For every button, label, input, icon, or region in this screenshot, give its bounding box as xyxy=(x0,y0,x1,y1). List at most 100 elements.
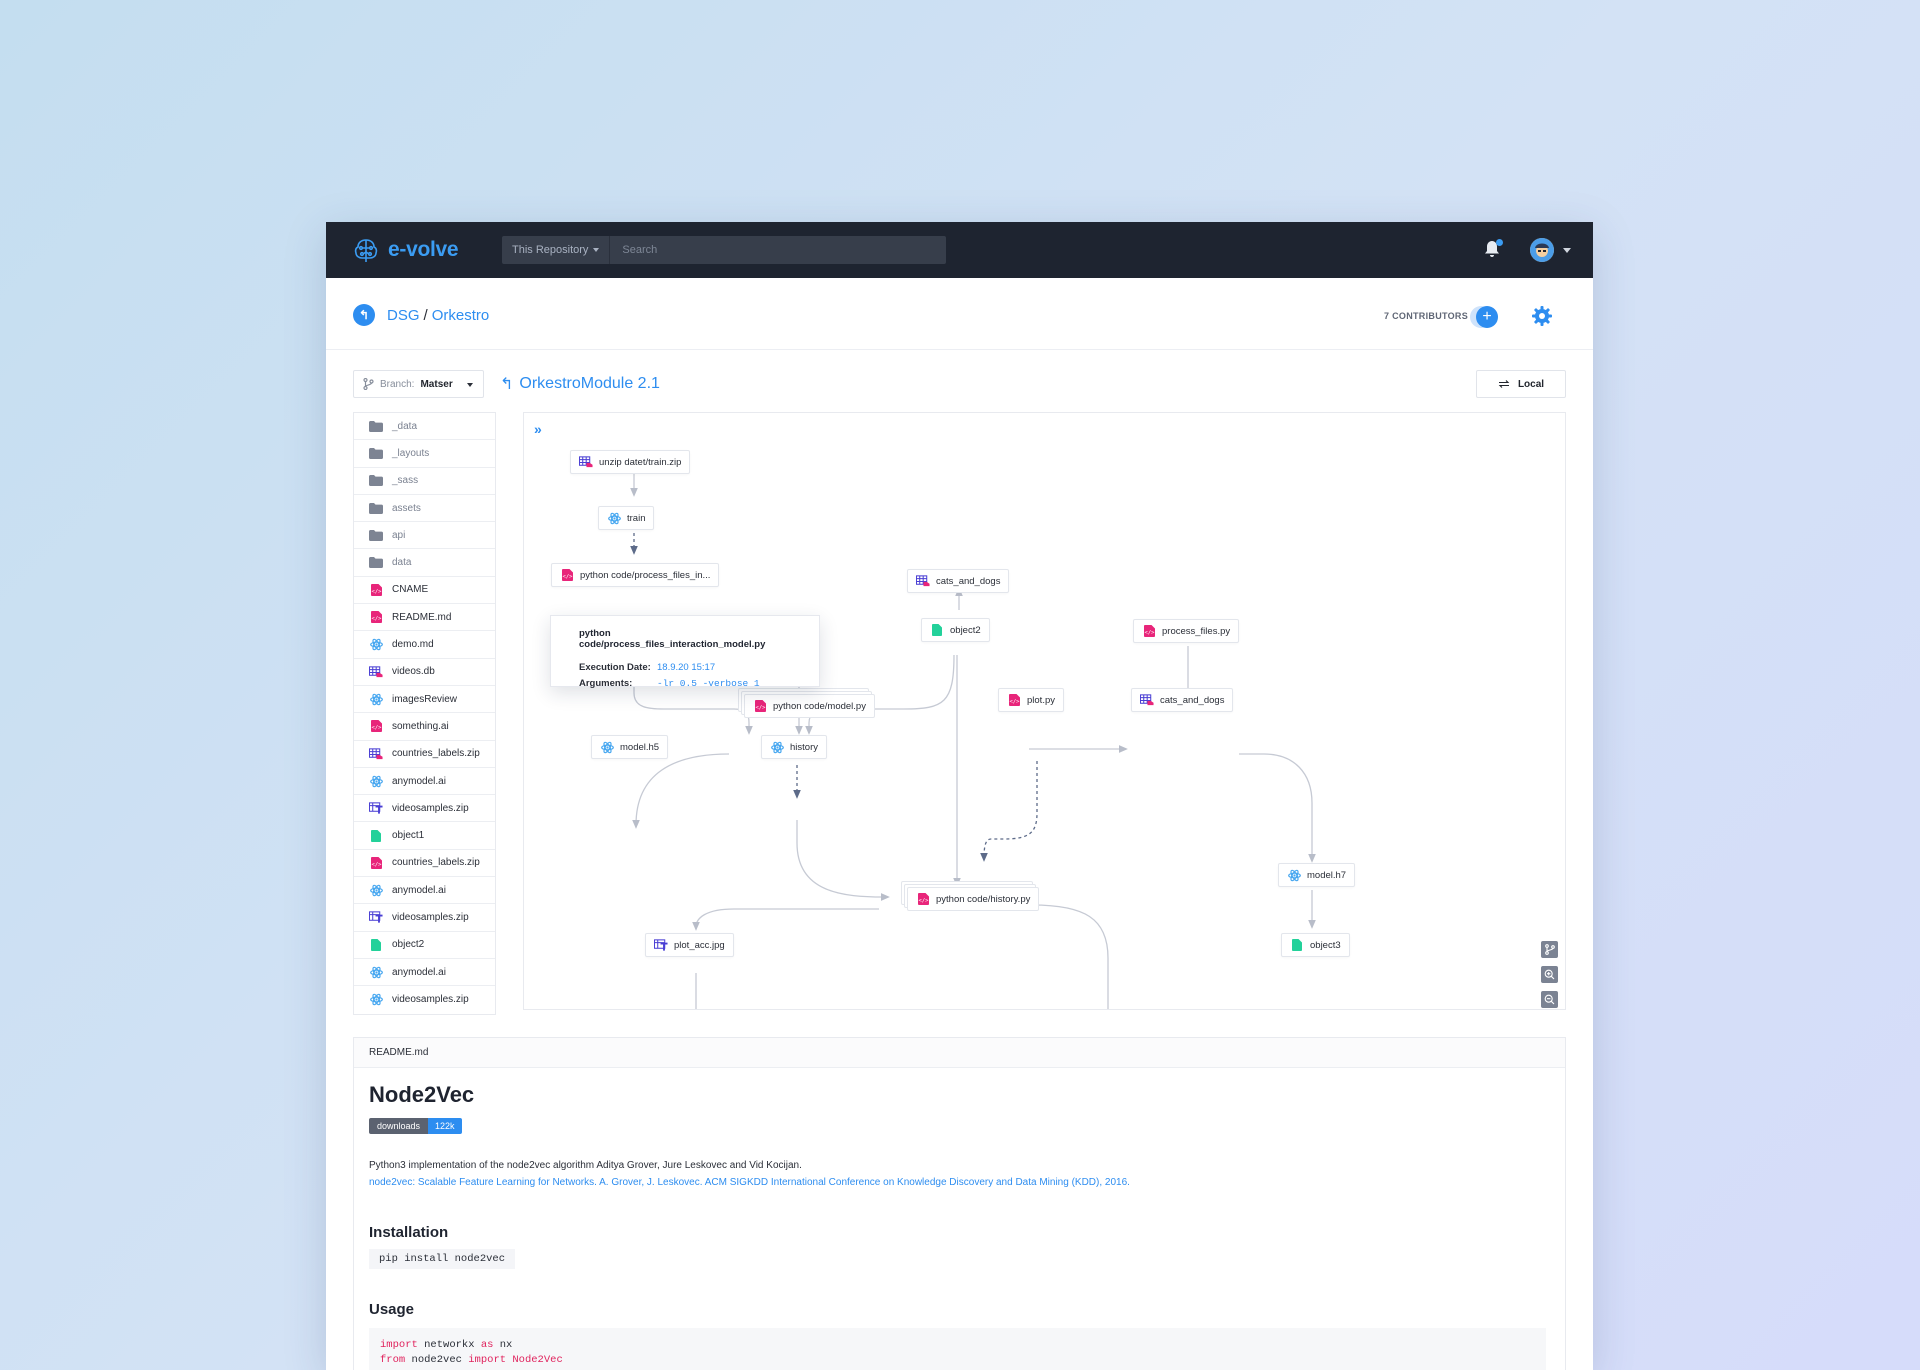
file-list-item[interactable]: _data xyxy=(354,413,495,441)
install-command: pip install node2vec xyxy=(369,1249,516,1269)
graph-node-history[interactable]: history xyxy=(761,735,827,759)
double-chevron-right-icon[interactable]: » xyxy=(534,421,542,437)
object-file-icon xyxy=(369,829,383,842)
file-name: imagesReview xyxy=(392,693,458,705)
file-list-item[interactable]: </>CNAME xyxy=(354,577,495,605)
contributors-count[interactable]: 7 CONTRIBUTORS xyxy=(1384,311,1469,321)
graph-node-process-in[interactable]: </>python code/process_files_in... xyxy=(551,563,720,587)
zoom-in-button[interactable] xyxy=(1541,966,1558,983)
text-file-icon xyxy=(369,911,383,924)
graph-node-train[interactable]: train xyxy=(598,506,655,530)
module-title-text: OrkestroModule 2.1 xyxy=(519,375,660,392)
file-list-item[interactable]: videos.db xyxy=(354,659,495,686)
model-icon xyxy=(369,638,383,651)
notification-dot xyxy=(1496,239,1503,246)
graph-node-process-files[interactable]: </> process_files.py xyxy=(1133,619,1240,643)
file-list-item[interactable]: api xyxy=(354,522,495,550)
file-list-item[interactable]: </>something.ai xyxy=(354,713,495,741)
node-label: process_files.py xyxy=(1162,625,1231,637)
file-list-item[interactable]: assets xyxy=(354,495,495,523)
node-label: python code/model.py xyxy=(773,700,866,712)
model-icon xyxy=(369,966,383,978)
environment-toggle-button[interactable]: Local xyxy=(1476,370,1566,398)
usage-heading: Usage xyxy=(369,1301,415,1318)
svg-text:</>: </> xyxy=(371,589,381,595)
dataset-icon xyxy=(369,748,383,760)
folder-icon xyxy=(369,529,383,541)
return-arrow-icon: ↰ xyxy=(500,376,514,393)
file-list-item[interactable]: _layouts xyxy=(354,440,495,468)
file-list-item[interactable]: videosamples.zip xyxy=(354,986,495,1013)
file-list-item[interactable]: anymodel.ai xyxy=(354,768,495,796)
file-list-item[interactable]: object1 xyxy=(354,822,495,850)
graph-node-cats-dogs-mid[interactable]: cats_and_dogs xyxy=(1131,688,1234,712)
paper-link[interactable]: node2vec: Scalable Feature Learning for … xyxy=(369,1177,1130,1188)
file-list-item[interactable]: </>countries_labels.zip xyxy=(354,850,495,878)
graph-node-model-py[interactable]: </>python code/model.py xyxy=(744,694,875,718)
file-list-item[interactable]: anymodel.ai xyxy=(354,959,495,987)
search-input[interactable] xyxy=(610,244,946,256)
module-title[interactable]: ↰ OrkestroModule 2.1 xyxy=(500,374,660,394)
return-arrow-icon: ↰ xyxy=(358,308,370,322)
graph-node-cats-dogs-top[interactable]: cats_and_dogs xyxy=(907,569,1010,593)
branch-view-button[interactable] xyxy=(1541,941,1558,958)
node-label: history xyxy=(790,741,818,753)
svg-text:</>: </> xyxy=(562,574,572,580)
node-label: model.h7 xyxy=(1307,869,1347,881)
node-label: object3 xyxy=(1310,939,1341,951)
breadcrumb-org[interactable]: DSG xyxy=(387,307,420,324)
tooltip-title: python code/process_files_interaction_mo… xyxy=(579,628,766,650)
search-scope-dropdown[interactable]: This Repository xyxy=(502,236,611,264)
file-name: videosamples.zip xyxy=(392,994,469,1006)
file-list-item[interactable]: data xyxy=(354,549,495,577)
file-list-item[interactable]: videosamples.zip xyxy=(354,795,495,823)
graph-node-object3[interactable]: object3 xyxy=(1281,933,1350,957)
file-list-item[interactable]: _sass xyxy=(354,468,495,495)
graph-node-plot-acc[interactable]: plot_acc.jpg xyxy=(645,933,734,957)
gear-icon[interactable] xyxy=(1531,305,1553,327)
file-list-item[interactable]: anymodel.ai xyxy=(354,877,495,905)
usage-code-block: import networkx as nx from node2vec impo… xyxy=(369,1328,1546,1370)
file-name: anymodel.ai xyxy=(392,884,446,896)
graph-node-model-h5[interactable]: model.h5 xyxy=(591,735,669,759)
model-icon xyxy=(770,741,784,753)
breadcrumb-repo[interactable]: Orkestro xyxy=(431,307,490,324)
dataset-icon xyxy=(916,575,930,587)
search-scope-label: This Repository xyxy=(512,244,589,256)
svg-text:</>: </> xyxy=(371,616,381,622)
code-file-icon: </> xyxy=(916,893,930,905)
file-list-item[interactable]: object2 xyxy=(354,932,495,959)
pipeline-graph[interactable]: » unzip datet/train.zip train </>python … xyxy=(523,412,1566,1010)
file-name: assets xyxy=(392,502,421,514)
plus-icon: + xyxy=(1482,308,1492,325)
node-label: cats_and_dogs xyxy=(1160,694,1225,706)
zoom-out-button[interactable] xyxy=(1541,991,1558,1008)
bell-icon[interactable] xyxy=(1484,240,1500,258)
sync-icon xyxy=(1498,380,1510,388)
file-list-item[interactable]: countries_labels.zip xyxy=(354,741,495,768)
graph-node-model-h7[interactable]: model.h7 xyxy=(1278,863,1356,887)
code-file-icon: </> xyxy=(1142,625,1156,637)
graph-node-plot-py[interactable]: </>plot.py xyxy=(998,688,1064,712)
graph-node-object2[interactable]: object2 xyxy=(921,618,990,642)
graph-node-history-py[interactable]: </>python code/history.py xyxy=(907,887,1040,911)
file-list-item[interactable]: demo.md xyxy=(354,631,495,659)
readme-description: Python3 implementation of the node2vec a… xyxy=(369,1160,802,1171)
breadcrumb: DSG/Orkestro xyxy=(387,307,489,324)
logo[interactable]: e-volve xyxy=(352,236,459,264)
file-list-item[interactable]: </>README.md xyxy=(354,604,495,632)
code-file-icon: </> xyxy=(369,611,383,624)
file-name: anymodel.ai xyxy=(392,775,446,787)
chevron-down-icon[interactable] xyxy=(1563,248,1571,253)
graph-node-unzip[interactable]: unzip datet/train.zip xyxy=(570,450,691,474)
folder-icon xyxy=(369,475,383,487)
file-name: videosamples.zip xyxy=(392,911,469,923)
add-contributor-button[interactable]: + xyxy=(1476,306,1498,328)
file-list-item[interactable]: videosamples.zip xyxy=(354,904,495,932)
avatar[interactable] xyxy=(1530,238,1554,262)
file-list-item[interactable]: imagesReview xyxy=(354,686,495,714)
branch-selector[interactable]: Branch:Matser xyxy=(353,370,484,398)
back-button[interactable]: ↰ xyxy=(353,304,375,326)
